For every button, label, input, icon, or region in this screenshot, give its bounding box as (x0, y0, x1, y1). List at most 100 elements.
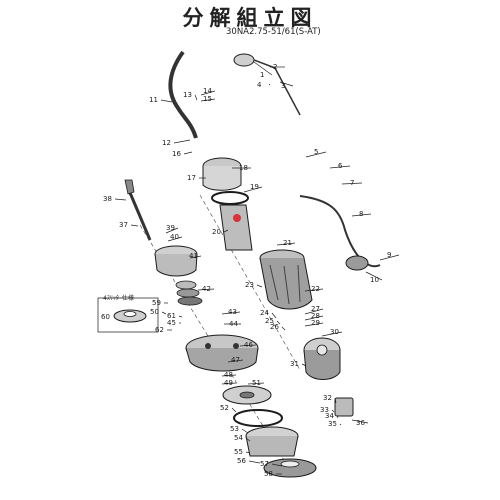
part-label-36: 36 (356, 419, 365, 427)
part-label-40: 40 (170, 233, 179, 241)
pump-casing (185, 334, 259, 372)
strainer (245, 426, 299, 457)
part-label-19: 19 (250, 183, 259, 191)
center-axis-main (199, 194, 301, 371)
leader-line-26 (281, 326, 286, 331)
part-label-27: 27 (311, 305, 320, 313)
leader-line-14 (200, 90, 216, 96)
leader-line-19 (243, 186, 263, 193)
part-label-38: 38 (103, 195, 112, 203)
part-label-34: 34 (325, 412, 334, 420)
part-label-12: 12 (162, 139, 171, 147)
leader-line-12 (173, 139, 191, 144)
controller-unit (303, 337, 341, 380)
leader-line-28 (304, 315, 324, 321)
leader-line-27 (304, 308, 324, 315)
part-label-48: 48 (224, 371, 233, 379)
float-switch-top (233, 53, 255, 67)
part-label-52: 52 (220, 404, 229, 412)
part-label-51: 51 (252, 379, 261, 387)
part-label-26: 26 (270, 323, 279, 331)
part-label-53: 53 (230, 425, 239, 433)
part-label-11: 11 (149, 96, 158, 104)
capacitor (334, 397, 354, 417)
leader-line-48 (221, 374, 237, 377)
part-label-16: 16 (172, 150, 181, 158)
part-label-50: 50 (150, 308, 159, 316)
part-label-18: 18 (239, 164, 248, 172)
leader-line-9 (379, 254, 400, 261)
leader-line-25 (276, 320, 281, 325)
leader-line-46 (239, 344, 257, 347)
part-label-22: 22 (311, 285, 320, 293)
leader-line-53 (241, 428, 249, 434)
inset-box (97, 297, 159, 333)
part-label-14: 14 (203, 87, 212, 95)
leader-line-50 (161, 311, 167, 315)
part-label-6: 6 (338, 162, 343, 170)
shaft-tip (124, 179, 135, 195)
part-label-57: 57 (260, 460, 269, 468)
motor-cover (202, 157, 242, 191)
leader-line-41 (189, 255, 202, 259)
part-label-35: 35 (328, 420, 337, 428)
leader-line-20 (223, 229, 229, 233)
float-switch-rod (253, 59, 301, 116)
impeller-shaft (126, 187, 152, 241)
leader-line-54 (245, 437, 251, 442)
leader-line-22 (304, 288, 324, 292)
leader-line-47 (227, 359, 244, 363)
part-label-28: 28 (311, 312, 320, 320)
inset-flange-hole (123, 311, 137, 317)
leader-line-57 (271, 463, 283, 467)
part-label-42: 42 (202, 285, 211, 293)
inset-part-number: 60 (101, 313, 110, 321)
part-label-44: 44 (229, 320, 238, 328)
part-label-39: 39 (166, 224, 175, 232)
leader-line-15 (200, 98, 216, 102)
part-label-10: 10 (370, 276, 379, 284)
leader-line-61 (178, 315, 183, 318)
part-label-30: 30 (330, 328, 339, 336)
leader-line-42 (197, 288, 215, 291)
part-label-20: 20 (212, 228, 221, 236)
part-label-45: 45 (167, 319, 176, 327)
leader-line-36 (351, 419, 369, 424)
part-label-41: 41 (189, 252, 198, 260)
leader-line-10 (365, 271, 383, 281)
inset-label: 4ｽﾘｯﾀｰ仕様 (103, 295, 134, 302)
leader-line-13 (194, 94, 198, 101)
part-label-21: 21 (283, 239, 292, 247)
leader-line-55 (245, 451, 251, 454)
part-label-7: 7 (350, 179, 354, 187)
part-label-55: 55 (234, 448, 243, 456)
part-label-58: 58 (264, 470, 273, 478)
leader-line-8 (351, 213, 372, 217)
leader-line-1 (253, 61, 273, 76)
leader-line-23 (256, 284, 263, 288)
part-label-25: 25 (265, 317, 274, 325)
leader-line-35 (339, 423, 342, 426)
part-label-33: 33 (320, 406, 329, 414)
part-label-4: 4 (257, 81, 262, 89)
leader-line-31 (301, 363, 307, 367)
leader-line-56 (248, 460, 261, 464)
leader-line-52 (231, 407, 237, 413)
liner-ring (233, 409, 283, 427)
part-label-59: 59 (152, 299, 161, 307)
part-label-17: 17 (187, 174, 196, 182)
part-label-56: 56 (237, 457, 246, 465)
part-label-29: 29 (311, 319, 320, 327)
part-label-15: 15 (203, 95, 212, 103)
leader-line-11 (160, 99, 173, 103)
part-label-47: 47 (231, 356, 240, 364)
leader-line-40 (167, 236, 183, 242)
part-label-9: 9 (387, 251, 391, 259)
leader-line-30 (321, 331, 343, 337)
leader-line-39 (165, 227, 179, 234)
float-switch-ball (345, 255, 369, 271)
leader-line-4 (268, 83, 271, 86)
leader-line-37 (130, 224, 139, 227)
leader-line-5 (305, 151, 327, 158)
